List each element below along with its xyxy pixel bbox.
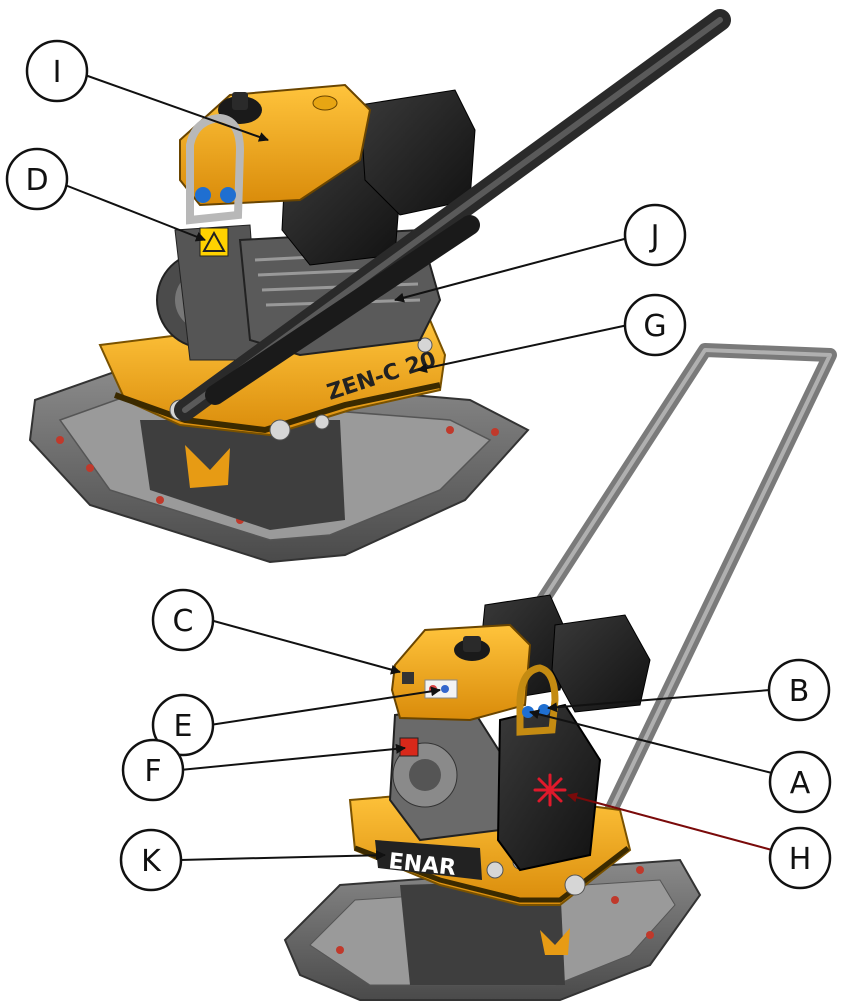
callout-d: D xyxy=(5,147,69,211)
callout-e: E xyxy=(151,693,215,757)
callout-label: H xyxy=(789,842,812,877)
leader-line-h xyxy=(567,792,773,851)
callout-c: C xyxy=(151,588,215,652)
leader-line-d xyxy=(64,184,206,242)
callout-b: B xyxy=(767,658,831,722)
callout-label: I xyxy=(53,55,62,90)
callout-a: A xyxy=(768,750,832,814)
leader-line-i xyxy=(84,74,269,142)
callout-label: B xyxy=(789,674,810,709)
callout-label: J xyxy=(649,219,660,254)
callout-g: G xyxy=(623,293,687,357)
leader-line-k xyxy=(179,850,386,861)
leader-line-c xyxy=(209,619,401,675)
leader-line-j xyxy=(394,237,629,303)
callout-label: F xyxy=(144,754,161,789)
bottom-machine: ENAR xyxy=(283,343,837,1001)
callout-label: E xyxy=(174,709,193,744)
callout-label: D xyxy=(25,163,48,198)
callout-k: K xyxy=(119,828,183,892)
callouts: I D J G C E F K xyxy=(5,39,832,892)
highlight-marker-icon xyxy=(533,773,567,807)
callout-label: C xyxy=(173,604,194,639)
callout-label: K xyxy=(141,844,162,879)
top-machine: ZEN-C 20 xyxy=(28,9,731,564)
leader-line-f xyxy=(179,743,406,771)
leader-lines xyxy=(64,74,773,861)
leader-line-g xyxy=(417,324,629,374)
callout-h: H xyxy=(768,826,832,890)
callout-j: J xyxy=(623,203,687,267)
callout-label: A xyxy=(790,766,811,801)
leader-line-a xyxy=(529,709,773,774)
callout-i: I xyxy=(25,39,89,103)
callout-f: F xyxy=(121,738,185,802)
leader-line-b xyxy=(547,689,771,713)
bottom-air-filter xyxy=(551,614,651,713)
leader-line-e xyxy=(209,686,441,726)
callout-label: G xyxy=(643,309,666,344)
